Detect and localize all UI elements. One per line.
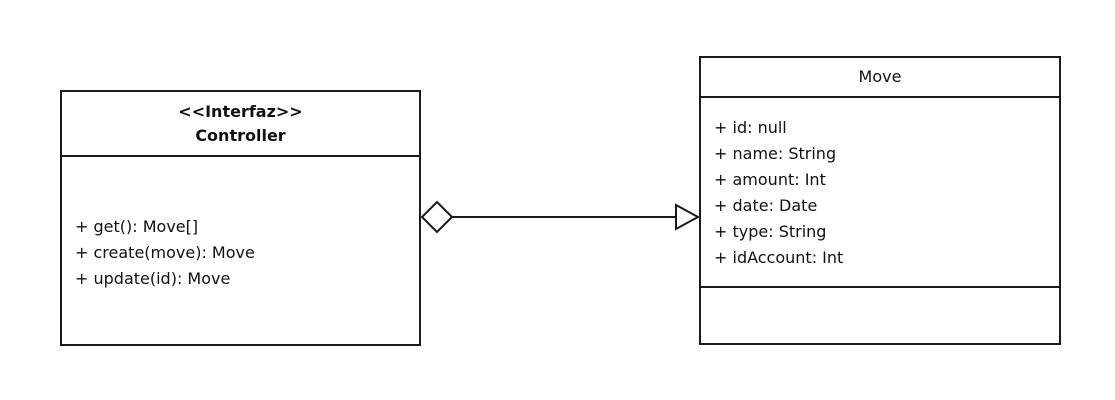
aggregation-diamond-icon: [420, 200, 454, 234]
controller-class-box[interactable]: <<Interfaz>> Controller + get(): Move[] …: [60, 90, 421, 346]
controller-operation: + update(id): Move: [75, 269, 231, 288]
controller-operation: + get(): Move[]: [75, 217, 199, 236]
move-class-box[interactable]: Move + id: null + name: String + amount:…: [699, 56, 1061, 345]
move-class-name: Move: [858, 67, 902, 86]
move-attribute: + idAccount: Int: [714, 248, 844, 267]
controller-operations-section: + get(): Move[] + create(move): Move + u…: [62, 214, 419, 292]
move-attribute: + id: null: [714, 118, 787, 137]
move-attribute: + date: Date: [714, 196, 818, 215]
arrow-head-icon: [675, 203, 701, 231]
move-attribute: + type: String: [714, 222, 827, 241]
move-attribute: + name: String: [714, 144, 837, 163]
move-attribute: + amount: Int: [714, 170, 826, 189]
controller-stereotype: <<Interfaz>>: [178, 101, 303, 121]
move-attributes-section: + id: null + name: String + amount: Int …: [701, 98, 1059, 288]
move-header: Move: [701, 58, 1059, 98]
controller-operation: + create(move): Move: [75, 243, 255, 262]
controller-class-name: Controller: [195, 125, 286, 145]
controller-header: <<Interfaz>> Controller: [62, 92, 419, 157]
